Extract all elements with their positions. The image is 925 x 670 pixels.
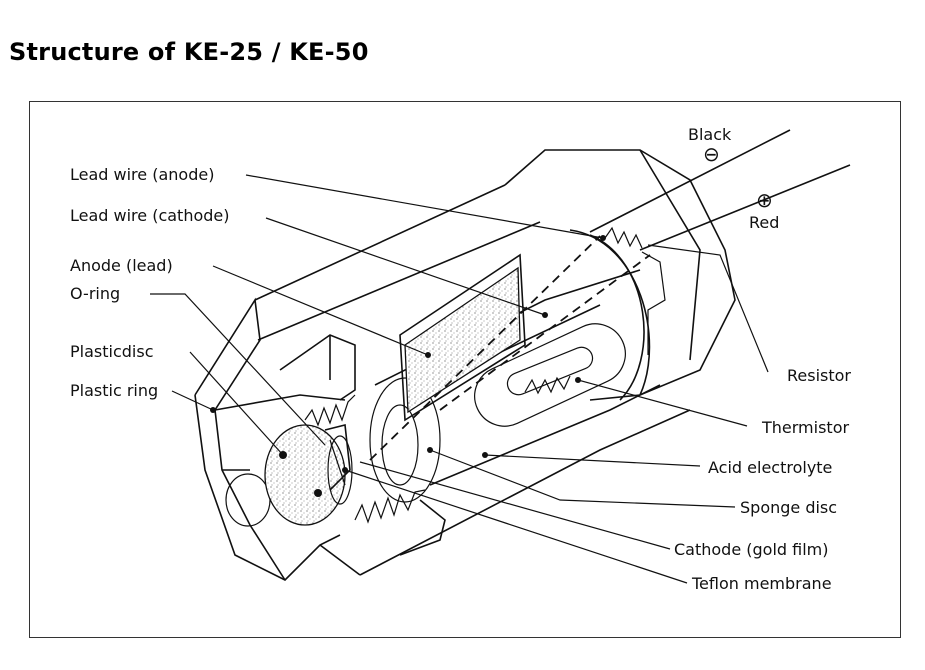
leader-lead-wire-cathode <box>265 217 546 316</box>
diagram-frame <box>29 101 901 638</box>
front-hex-face <box>194 394 341 581</box>
anode-plate <box>399 253 526 422</box>
back-flange <box>504 149 736 401</box>
label-lead-wire-anode: Lead wire (anode) <box>70 165 214 184</box>
cutaway-block <box>279 334 356 401</box>
sensor-body <box>194 129 851 581</box>
label-anode-lead: Anode (lead) <box>70 256 173 275</box>
page-title: Structure of KE-25 / KE-50 <box>9 38 369 66</box>
leader-teflon-membrane <box>344 469 688 584</box>
label-acid-electrolyte: Acid electrolyte <box>708 458 832 477</box>
thermistor-capsule <box>474 323 626 427</box>
label-thermistor: Thermistor <box>761 418 849 437</box>
labels-right: Black ⊖ ⊕ Red Resistor Thermistor Acid e… <box>674 125 851 593</box>
resistor-symbol <box>604 226 643 249</box>
leader-o-ring <box>150 293 326 446</box>
minus-symbol-icon: ⊖ <box>703 142 720 166</box>
label-plastic-ring: Plastic ring <box>70 381 158 400</box>
leader-plastic-ring <box>171 390 214 411</box>
labels-left: Lead wire (anode) Lead wire (cathode) An… <box>70 165 230 400</box>
leader-cathode-gold-film <box>359 461 671 550</box>
plastic-disc <box>264 424 346 526</box>
leader-acid-electrolyte <box>484 454 701 467</box>
label-red: Red <box>749 213 779 232</box>
label-o-ring: O-ring <box>70 284 120 303</box>
label-plastic-disc: Plasticdisc <box>70 342 153 361</box>
label-black: Black <box>688 125 732 144</box>
leader-sponge-disc <box>429 449 736 508</box>
leader-lines <box>150 174 769 584</box>
front-opening <box>225 473 271 527</box>
leader-plastic-disc <box>189 351 284 456</box>
label-cathode-gold-film: Cathode (gold film) <box>674 540 829 559</box>
label-resistor: Resistor <box>787 366 851 385</box>
leader-thermistor <box>577 379 748 427</box>
label-sponge-disc: Sponge disc <box>740 498 837 517</box>
leader-anode-lead <box>212 265 429 356</box>
leader-resistor <box>647 244 769 373</box>
label-teflon-membrane: Teflon membrane <box>691 574 832 593</box>
plus-symbol-icon: ⊕ <box>756 188 773 212</box>
leader-lead-wire-anode <box>245 174 604 239</box>
label-lead-wire-cathode: Lead wire (cathode) <box>70 206 230 225</box>
